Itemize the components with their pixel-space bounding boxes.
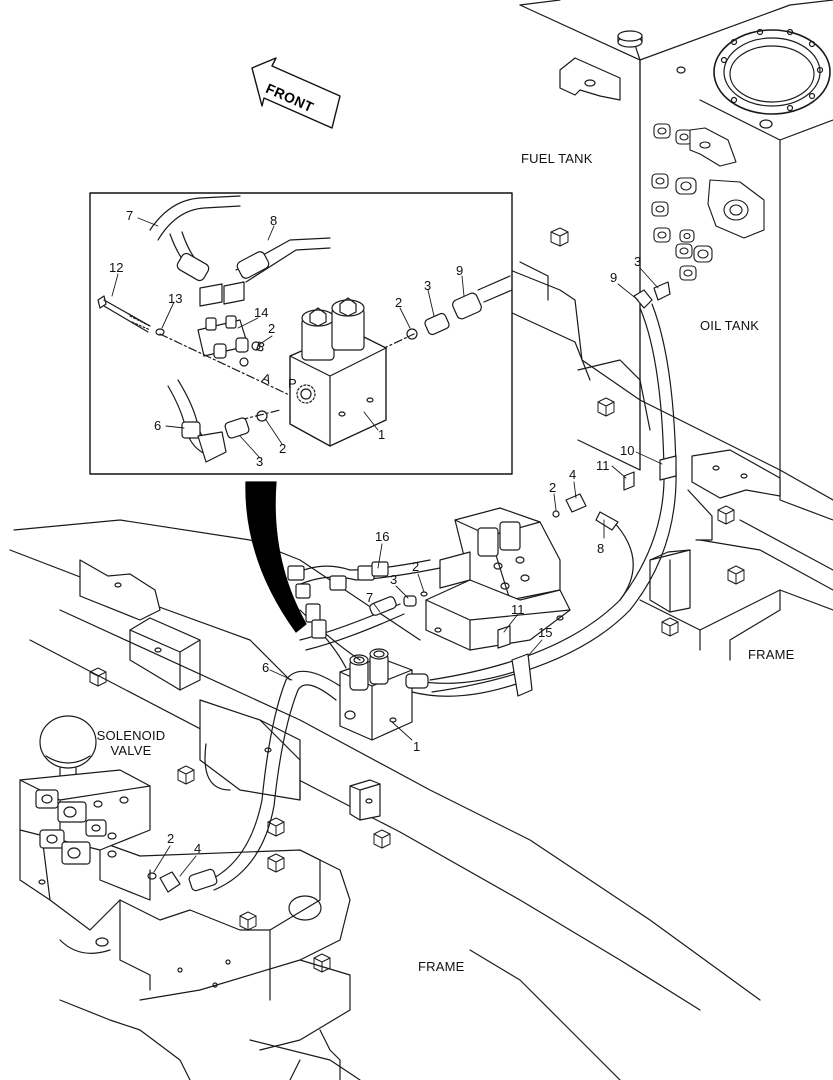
port-label-p: P [288, 376, 297, 391]
frame-label-right: FRAME [748, 647, 795, 662]
callout-4-main-b: 4 [194, 841, 202, 856]
solenoid-valve [19, 715, 151, 901]
callout-3-main-b: 3 [390, 572, 398, 587]
callout-9-inset: 9 [456, 263, 464, 278]
callout-2-main-c: 2 [167, 831, 175, 846]
callout-leaders [111, 217, 663, 877]
callout-3-inset-b: 3 [256, 454, 264, 469]
callout-15-main: 15 [538, 625, 553, 640]
callout-12-inset: 12 [109, 260, 124, 275]
callout-1-inset: 1 [378, 427, 386, 442]
main-hoses [147, 281, 677, 893]
callout-8-main: 8 [597, 541, 605, 556]
callout-10-main: 10 [620, 443, 635, 458]
frame-nuts [89, 227, 745, 973]
callout-7-main: 7 [366, 590, 374, 605]
callout-2-inset-c: 2 [279, 441, 287, 456]
oil-tank [639, 0, 833, 521]
callout-4-main-a: 4 [569, 467, 577, 482]
callout-2-inset-b: 2 [395, 295, 403, 310]
solenoid-valve-label-line1: SOLENOID [96, 728, 166, 743]
callout-11-main-a: 11 [596, 458, 610, 473]
callout-11-main-b: 11 [511, 602, 525, 617]
callout-3-inset-a: 3 [424, 278, 432, 293]
callout-6-inset: 6 [154, 418, 162, 433]
callout-14-inset: 14 [254, 305, 269, 320]
callout-3-main: 3 [634, 254, 642, 269]
callout-9-main: 9 [610, 270, 618, 285]
main-frame [9, 519, 761, 1080]
callout-7-inset: 7 [126, 208, 134, 223]
callout-13-inset: 13 [168, 291, 183, 306]
callout-2-inset-a: 2 [268, 321, 276, 336]
fuel-tank [519, 0, 791, 471]
callout-16-main: 16 [375, 529, 390, 544]
oil-tank-label: OIL TANK [700, 318, 760, 333]
front-arrow [251, 57, 341, 129]
inset-detail [89, 192, 513, 475]
frame-label-bottom: FRAME [418, 959, 465, 974]
callout-8-inset: 8 [270, 213, 278, 228]
callout-2-main-a: 2 [549, 480, 557, 495]
upper-frame-rail [509, 261, 833, 661]
callout-2-main-b: 2 [412, 559, 420, 574]
fuel-tank-label: FUEL TANK [521, 151, 593, 166]
callout-1-main: 1 [413, 739, 421, 754]
main-valve-block [339, 507, 571, 741]
callout-6-main: 6 [262, 660, 270, 675]
solenoid-valve-label-line2: VALVE [110, 743, 152, 758]
detail-pointer-arrow [245, 481, 307, 633]
